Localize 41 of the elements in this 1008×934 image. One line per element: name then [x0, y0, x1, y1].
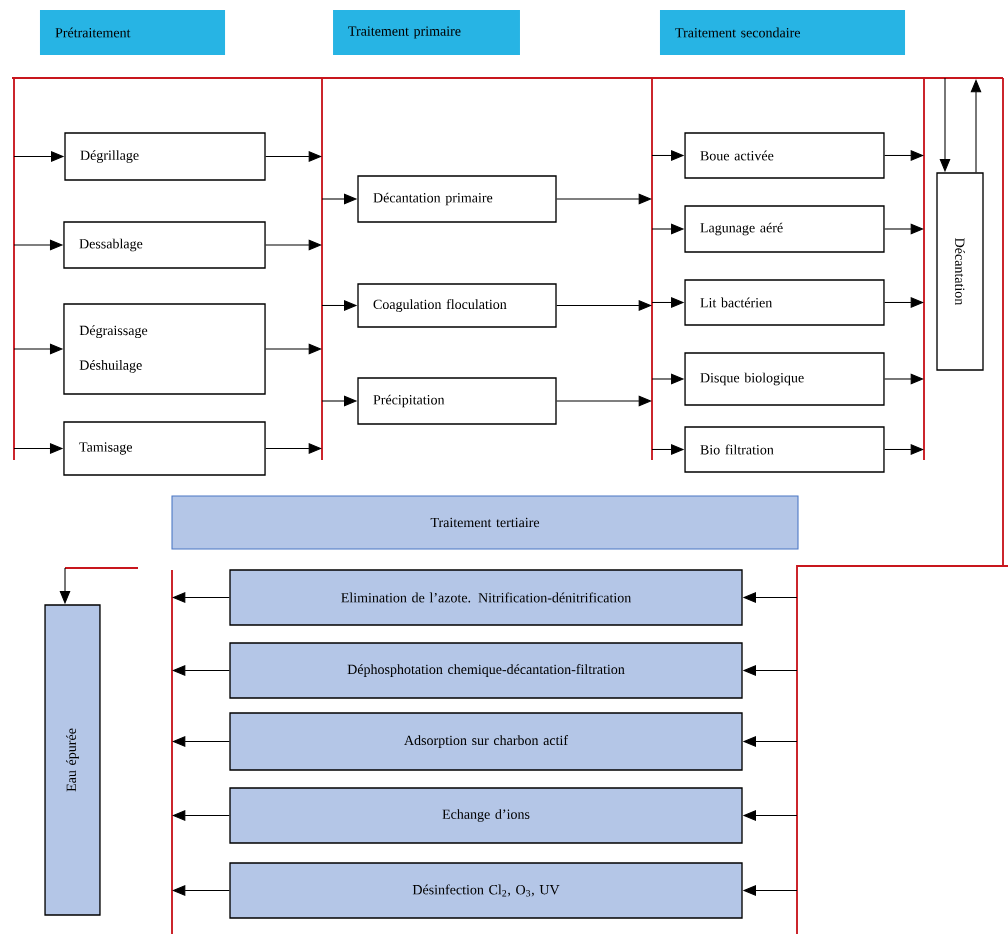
header-box: Traitement tertiaire	[171, 495, 799, 550]
process-box: Disque biologique	[684, 352, 885, 406]
arrow	[970, 79, 982, 173]
arrow	[556, 395, 652, 407]
process-box: Bio filtration	[684, 426, 885, 473]
process-box: Décantation	[936, 172, 984, 371]
process-box: Boue activée	[684, 132, 885, 179]
process-box: Eau épurée	[44, 604, 101, 916]
process-box: Dégrillage	[64, 132, 266, 181]
process-box: Adsorption sur charbon actif	[229, 712, 743, 771]
arrow	[172, 736, 230, 747]
arrow	[172, 665, 230, 676]
process-box: Lagunage aéré	[684, 205, 885, 253]
arrow	[556, 300, 652, 311]
arrow	[265, 239, 322, 251]
process-box: Echange d’ions	[229, 787, 743, 844]
process-box: Coagulation floculation	[357, 283, 557, 328]
arrow	[265, 343, 322, 355]
header-box: Prétraitement	[39, 9, 226, 56]
arrow	[172, 885, 230, 896]
arrow	[884, 150, 924, 161]
arrow	[172, 592, 230, 603]
arrow	[265, 151, 322, 162]
arrow	[884, 444, 924, 455]
arrow	[884, 373, 924, 385]
process-box: Lit bactérien	[684, 279, 885, 326]
arrow	[556, 193, 652, 205]
arrow	[172, 810, 230, 821]
process-box: Dessablage	[63, 221, 266, 269]
process-box: Dégraissage Déshuilage	[63, 303, 266, 395]
process-box: Décantation primaire	[357, 175, 557, 223]
arrow	[265, 443, 322, 454]
process-box: Déphosphotation chemique-décantation-filtration	[229, 642, 743, 699]
header-box: Traitement primaire	[333, 9, 520, 56]
process-box: Précipitation	[357, 377, 557, 425]
process-box: Elimination de l’azote. Nitrification-dénitrification	[229, 569, 743, 626]
arrow	[884, 223, 924, 235]
process-box: Tamisage	[63, 421, 266, 476]
arrow	[884, 297, 924, 308]
process-box: Désinfection Cl$_{2}$, O$_{3}$, UV	[229, 862, 743, 919]
header-box: Traitement secondaire	[659, 9, 906, 56]
